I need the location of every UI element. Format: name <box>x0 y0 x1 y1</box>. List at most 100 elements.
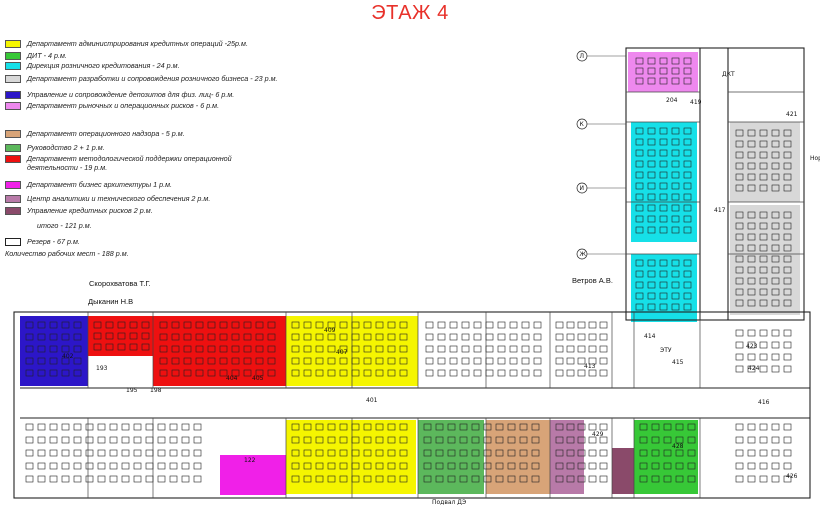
desk <box>159 369 168 377</box>
desk <box>519 475 528 483</box>
desk <box>375 462 384 470</box>
area-label: ЭТУ <box>660 347 672 354</box>
desk <box>181 462 190 470</box>
desk <box>85 449 94 457</box>
desk <box>25 475 34 483</box>
desk <box>61 462 70 470</box>
desk <box>375 475 384 483</box>
person-label: Ветров А.В. <box>572 276 613 285</box>
desk <box>599 436 608 444</box>
desk <box>387 333 396 341</box>
desk <box>735 233 744 241</box>
desk <box>497 369 506 377</box>
legend-item: Департамент разработки и сопровождения р… <box>5 73 278 84</box>
zone-yellow <box>286 420 352 494</box>
desk <box>181 475 190 483</box>
desk <box>577 462 586 470</box>
desk <box>61 357 70 365</box>
desk <box>61 475 70 483</box>
desk <box>635 204 644 212</box>
area-label: Нор <box>810 155 820 162</box>
zone-gray <box>730 205 800 315</box>
desk <box>635 226 644 234</box>
desk <box>599 321 608 329</box>
desk <box>339 423 348 431</box>
desk <box>683 160 692 168</box>
desk <box>387 475 396 483</box>
desk <box>145 475 154 483</box>
desk <box>566 333 575 341</box>
desk <box>183 321 192 329</box>
desk <box>647 149 656 157</box>
desk <box>157 423 166 431</box>
desk <box>639 436 648 444</box>
desk <box>671 57 680 65</box>
desk <box>735 222 744 230</box>
desk <box>735 140 744 148</box>
desk <box>219 333 228 341</box>
desk <box>449 321 458 329</box>
desk <box>109 436 118 444</box>
desk <box>483 449 492 457</box>
desk <box>387 436 396 444</box>
desk <box>521 333 530 341</box>
desk <box>195 345 204 353</box>
desk <box>759 365 768 373</box>
desk <box>61 345 70 353</box>
room-number: 204 <box>666 97 678 104</box>
desk <box>399 462 408 470</box>
desk <box>577 357 586 365</box>
desk <box>747 233 756 241</box>
desk <box>195 369 204 377</box>
zone-yellow <box>352 420 416 494</box>
desk <box>375 436 384 444</box>
desk <box>759 329 768 337</box>
desk <box>783 211 792 219</box>
room-number: 414 <box>644 333 656 340</box>
desk <box>435 449 444 457</box>
desk <box>303 462 312 470</box>
desk <box>747 184 756 192</box>
desk <box>635 77 644 85</box>
desk <box>399 369 408 377</box>
desk <box>25 369 34 377</box>
desk <box>461 345 470 353</box>
desk <box>531 423 540 431</box>
desk <box>159 357 168 365</box>
desk <box>291 475 300 483</box>
desk <box>93 321 102 329</box>
desk <box>683 215 692 223</box>
desk <box>97 423 106 431</box>
desk <box>117 343 126 351</box>
desk <box>771 233 780 241</box>
desk <box>663 449 672 457</box>
desk <box>647 204 656 212</box>
desk <box>735 244 744 252</box>
desk <box>533 357 542 365</box>
desk <box>635 171 644 179</box>
desk <box>783 341 792 349</box>
desk <box>327 345 336 353</box>
desk <box>635 67 644 75</box>
desk <box>659 182 668 190</box>
desk <box>671 193 680 201</box>
desk <box>588 462 597 470</box>
desk <box>577 423 586 431</box>
desk <box>566 449 575 457</box>
desk <box>735 365 744 373</box>
desk <box>303 333 312 341</box>
desk <box>747 299 756 307</box>
desk <box>599 449 608 457</box>
desk <box>327 423 336 431</box>
desk <box>588 333 597 341</box>
desk <box>671 138 680 146</box>
desk <box>671 171 680 179</box>
desk <box>447 449 456 457</box>
desk <box>387 357 396 365</box>
desk <box>675 436 684 444</box>
axis-letter: Л <box>580 53 585 60</box>
desk <box>555 369 564 377</box>
desk <box>97 449 106 457</box>
desk <box>577 333 586 341</box>
desk <box>771 140 780 148</box>
